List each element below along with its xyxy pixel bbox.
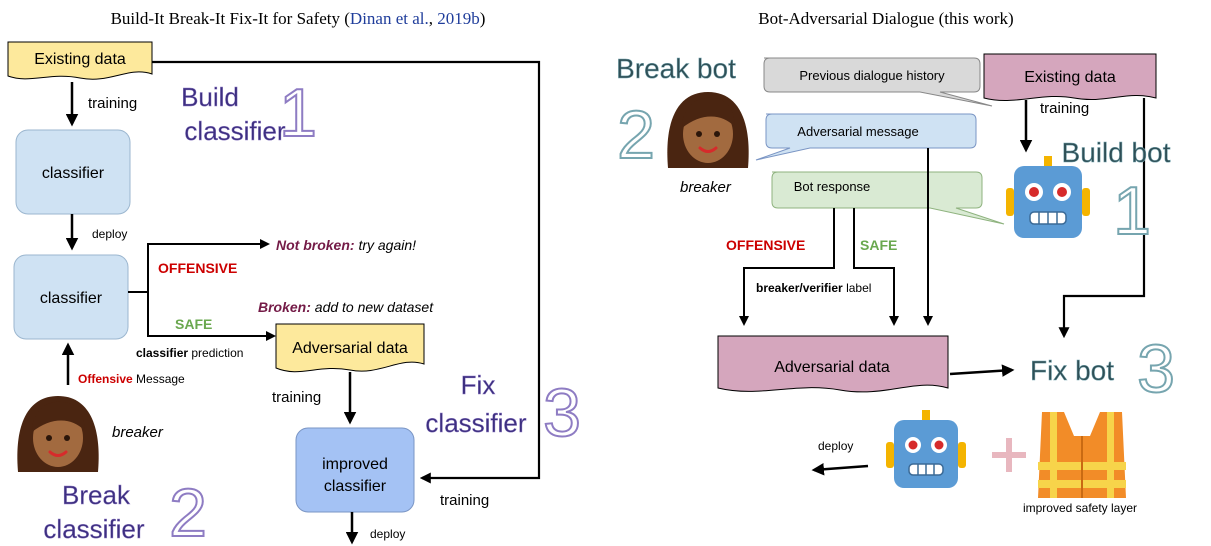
adversarial-data-label-left: Adversarial data bbox=[292, 340, 408, 357]
adversarial-message-bubble bbox=[755, 113, 977, 161]
deploy-label-1: deploy bbox=[92, 227, 127, 241]
left-title: Build-It Break-It Fix-It for Safety (Din… bbox=[111, 9, 486, 28]
left-panel: Build-It Break-It Fix-It for Safety (Din… bbox=[7, 9, 582, 546]
classifier-prediction-label: classifier prediction bbox=[136, 346, 243, 360]
citation-link[interactable]: Dinan et al. bbox=[350, 9, 429, 28]
safe-line-right bbox=[853, 208, 899, 326]
deploy-label-2: deploy bbox=[370, 527, 405, 541]
step-number-1: 1 bbox=[279, 75, 317, 151]
adversarial-data-shape-left bbox=[275, 323, 425, 373]
existing-data-shape bbox=[7, 41, 153, 80]
break-bot-title: Break bot bbox=[616, 53, 736, 84]
robot-icon bbox=[1006, 156, 1090, 238]
adversarial-message-label: Adversarial message bbox=[797, 124, 918, 139]
existing-to-improved-line bbox=[152, 60, 541, 484]
right-panel: Bot-Adversarial Dialogue (this work) Bre… bbox=[616, 9, 1176, 515]
safe-branch-line bbox=[128, 291, 276, 341]
existing-data-shape-right bbox=[983, 53, 1157, 101]
adversarial-data-label-right: Adversarial data bbox=[774, 359, 890, 376]
safe-label-left: SAFE bbox=[175, 316, 212, 332]
step-number-3-left: 3 bbox=[543, 375, 581, 451]
training-label-right: training bbox=[1040, 100, 1089, 117]
offensive-label-left: OFFENSIVE bbox=[158, 260, 237, 276]
offensive-message-label: Offensive Message bbox=[78, 372, 185, 386]
improved-label-1: improved bbox=[322, 456, 388, 473]
existing-data-label-right: Existing data bbox=[1024, 69, 1116, 86]
step-number-2-right: 2 bbox=[617, 97, 655, 173]
label-caption-right: breaker/verifier label bbox=[756, 281, 871, 295]
previous-history-label: Previous dialogue history bbox=[799, 68, 945, 83]
improved-classifier-box bbox=[295, 427, 415, 513]
step-number-1-right: 1 bbox=[1113, 173, 1151, 249]
adversarial-data-shape-right bbox=[717, 335, 949, 393]
deploy-label-right: deploy bbox=[818, 439, 853, 453]
plus-icon bbox=[992, 438, 1026, 472]
arrow-to-fixbot bbox=[949, 364, 1015, 377]
safe-label-right: SAFE bbox=[860, 237, 897, 253]
training-label-1: training bbox=[88, 95, 137, 112]
build-classifier-title: Build bbox=[181, 82, 239, 112]
existing-to-fixbot-line bbox=[1058, 98, 1146, 339]
build-bot-title: Build bot bbox=[1062, 137, 1171, 168]
bot-response-bubble bbox=[771, 171, 1005, 225]
fix-classifier-title-2: classifier bbox=[425, 408, 526, 438]
training-label-2: training bbox=[272, 389, 321, 406]
breaker-label-right: breaker bbox=[680, 179, 732, 196]
training-label-3: training bbox=[440, 492, 489, 509]
woman-icon bbox=[667, 92, 749, 168]
offensive-label-right: OFFENSIVE bbox=[726, 237, 805, 253]
not-broken-text: Not broken: try again! bbox=[276, 237, 416, 253]
right-title: Bot-Adversarial Dialogue (this work) bbox=[758, 9, 1013, 28]
improved-label-2: classifier bbox=[324, 478, 387, 495]
previous-history-bubble bbox=[763, 57, 993, 107]
robot-icon bbox=[886, 410, 966, 488]
classifier-label-1: classifier bbox=[42, 165, 105, 182]
breaker-label-left: breaker bbox=[112, 424, 164, 441]
break-classifier-title-2: classifier bbox=[43, 514, 144, 544]
woman-icon bbox=[17, 396, 99, 472]
step-number-3-right: 3 bbox=[1137, 331, 1175, 407]
broken-text: Broken: add to new dataset bbox=[258, 299, 434, 315]
break-classifier-title: Break bbox=[62, 480, 131, 510]
fix-classifier-title: Fix bbox=[461, 370, 496, 400]
classifier-label-2: classifier bbox=[40, 290, 103, 307]
fix-bot-title: Fix bot bbox=[1030, 355, 1114, 386]
safety-layer-label: improved safety layer bbox=[1023, 501, 1137, 515]
citation-year-link[interactable]: 2019b bbox=[437, 9, 480, 28]
safety-vest-icon bbox=[1038, 412, 1126, 498]
step-number-2-left: 2 bbox=[169, 475, 207, 546]
offensive-line-right bbox=[739, 208, 835, 326]
arrow-deploy-right bbox=[811, 463, 869, 476]
classifier-box-2 bbox=[13, 254, 129, 340]
build-classifier-title-2: classifier bbox=[184, 116, 285, 146]
bot-response-label: Bot response bbox=[794, 179, 871, 194]
existing-data-label: Existing data bbox=[34, 51, 126, 68]
